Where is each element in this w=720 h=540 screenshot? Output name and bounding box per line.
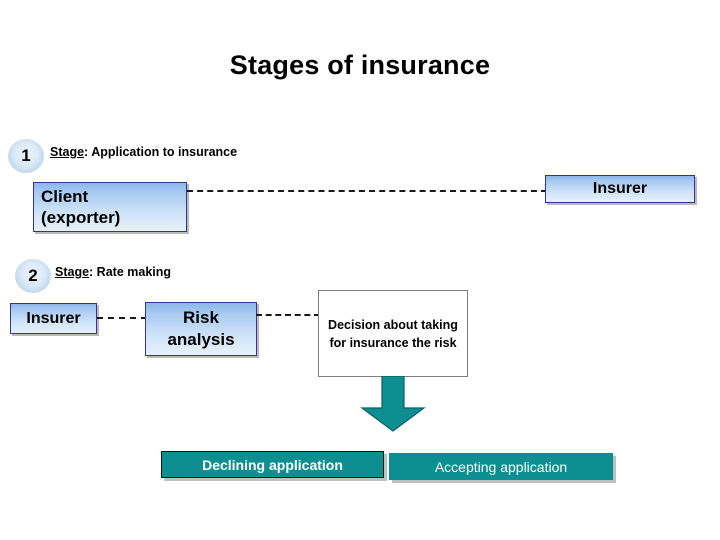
stage-caption-2: Stage: Rate making	[55, 265, 171, 279]
node-insurer-stage2[interactable]: Insurer	[10, 303, 97, 334]
node-risk-line2: analysis	[167, 330, 235, 349]
stage-caption-1: Stage: Application to insurance	[50, 145, 237, 159]
node-client-line2: (exporter)	[41, 208, 121, 227]
node-insurer-stage1[interactable]: Insurer	[545, 175, 695, 203]
connector-risk-to-decision	[256, 314, 320, 316]
outcome-declining-application[interactable]: Declining application	[161, 451, 384, 478]
connector-client-to-insurer	[187, 190, 547, 192]
outcome-accepting-application[interactable]: Accepting application	[389, 453, 613, 480]
stage-caption-text-1: : Application to insurance	[84, 145, 238, 159]
node-client-exporter[interactable]: Client (exporter)	[33, 182, 187, 232]
node-decision[interactable]: Decision about taking for insurance the …	[318, 290, 468, 377]
node-risk-analysis[interactable]: Risk analysis	[145, 302, 257, 356]
connector-insurer-to-risk	[97, 317, 147, 319]
stage-number-badge-2: 2	[15, 259, 51, 293]
node-client-line1: Client	[41, 187, 89, 206]
stage-number-badge-1: 1	[8, 139, 44, 173]
stage-label-word-2: Stage	[55, 265, 90, 279]
stage-label-word-1: Stage	[50, 145, 85, 159]
stage-caption-text-2: : Rate making	[89, 265, 172, 279]
down-arrow-icon	[360, 376, 426, 432]
page-title: Stages of insurance	[229, 50, 491, 80]
node-risk-line1: Risk	[183, 308, 219, 327]
